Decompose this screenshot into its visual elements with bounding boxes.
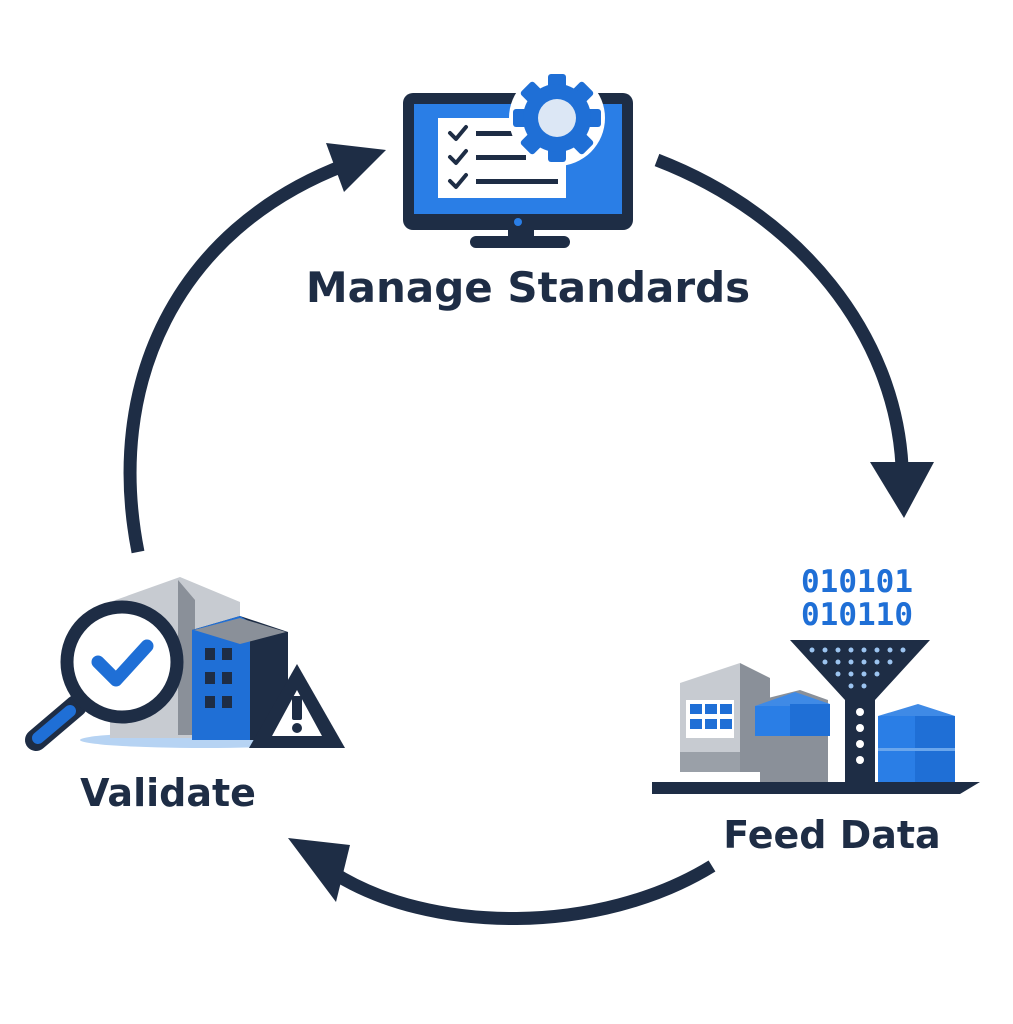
- arrow-validate-to-manage: [123, 158, 348, 554]
- arrowhead-to-manage: [326, 143, 386, 192]
- magnifier-icon: [25, 600, 184, 751]
- arrow-feed-to-validate: [328, 860, 716, 925]
- cycle-arrows: [123, 153, 909, 925]
- stage-label-feed-data: Feed Data: [723, 813, 940, 857]
- warning-icon: [249, 664, 345, 748]
- binary-line-2: 010110: [801, 597, 913, 633]
- monitor-checklist-gear-icon: [403, 70, 633, 248]
- arrowhead-to-validate: [288, 838, 350, 902]
- stage-label-validate: Validate: [80, 771, 256, 815]
- stage-label-manage-standards: Manage Standards: [306, 263, 750, 312]
- data-funnel-warehouse-icon: [652, 640, 980, 794]
- arrowhead-to-feed: [870, 462, 934, 518]
- gear-icon: [509, 70, 605, 166]
- magnifier-building-warning-icon: [25, 577, 345, 751]
- arrow-manage-to-feed: [654, 153, 909, 467]
- arrow-heads: [288, 143, 934, 902]
- binary-line-1: 010101: [801, 564, 913, 600]
- checkmark-icon: [91, 639, 154, 687]
